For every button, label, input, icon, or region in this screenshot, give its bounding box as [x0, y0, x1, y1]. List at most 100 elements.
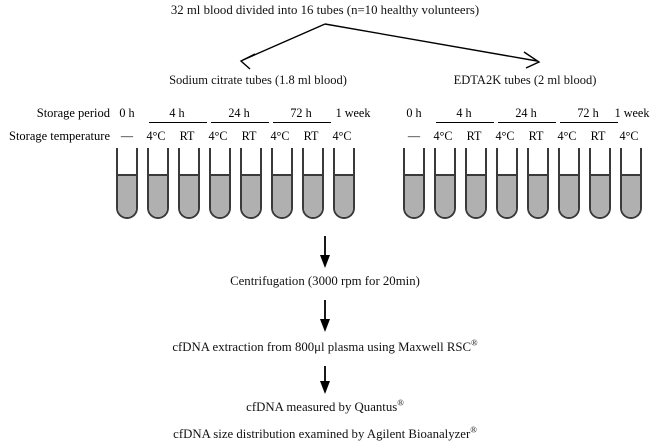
period-header-right-4h: 4 h — [456, 106, 472, 120]
temp-header-left-7: RT — [303, 129, 319, 143]
blood-cell-layer — [405, 175, 423, 217]
blood-cell-layer — [118, 175, 136, 217]
period-header-left-72h: 72 h — [290, 106, 312, 120]
period-header-right-0h: 0 h — [406, 106, 422, 120]
tube-right-1 — [403, 148, 425, 219]
flow-step-cfdna-size-distribution: cfDNA size distribution examined by Agil… — [0, 424, 650, 441]
plasma-layer — [560, 148, 578, 176]
branch-arrow-left-head — [239, 53, 256, 70]
tube-left-8 — [333, 148, 355, 219]
registered-mark-icon: ® — [471, 337, 478, 348]
row-label-storage-temperature: Storage temperature — [9, 129, 110, 143]
period-header-right-72h: 72 h — [577, 106, 599, 120]
flow-arrow-3-head — [320, 381, 330, 394]
temp-header-right-6: 4°C — [557, 129, 577, 143]
branch-arrow-right-line — [324, 23, 538, 62]
period-header-left-1week: 1 week — [335, 106, 371, 120]
temp-header-right-4: 4°C — [495, 129, 515, 143]
plasma-layer — [467, 148, 485, 176]
tube-right-5 — [527, 148, 549, 219]
temp-header-left-2: 4°C — [146, 129, 166, 143]
branch-arrow-left-line — [242, 23, 326, 61]
plasma-layer — [591, 148, 609, 176]
tube-right-7 — [589, 148, 611, 219]
tube-left-6 — [271, 148, 293, 219]
tube-left-1 — [116, 148, 138, 219]
tube-right-8 — [620, 148, 642, 219]
period-header-left-24h: 24 h — [228, 106, 250, 120]
period-header-left-0h: 0 h — [119, 106, 135, 120]
period-header-left-4h: 4 h — [169, 106, 185, 120]
blood-cell-layer — [467, 175, 485, 217]
plasma-layer — [529, 148, 547, 176]
flow-arrow-1-head — [320, 255, 330, 268]
group-header-edta2k: EDTA2K tubes (2 ml blood) — [453, 73, 597, 87]
plasma-layer — [335, 148, 353, 176]
temp-header-right-8: 4°C — [619, 129, 639, 143]
blood-cell-layer — [498, 175, 516, 217]
flow-step-cfdna-quantification-text: cfDNA measured by Quantus — [246, 400, 398, 414]
temp-header-left-5: RT — [241, 129, 257, 143]
tube-right-4 — [496, 148, 518, 219]
tube-right-3 — [465, 148, 487, 219]
period-header-right-1week: 1 week — [614, 106, 650, 120]
group-rule-right-4h — [436, 122, 494, 123]
flow-arrow-2-head — [320, 319, 330, 332]
tube-right-2 — [434, 148, 456, 219]
flow-step-cfdna-extraction: cfDNA extraction from 800μl plasma using… — [0, 337, 650, 354]
plasma-layer — [180, 148, 198, 176]
plasma-layer — [273, 148, 291, 176]
plasma-layer — [149, 148, 167, 176]
row-label-storage-period: Storage period — [36, 106, 110, 120]
plasma-layer — [118, 148, 136, 176]
blood-cell-layer — [149, 175, 167, 217]
plasma-layer — [304, 148, 322, 176]
temp-header-right-5: RT — [528, 129, 544, 143]
plasma-layer — [405, 148, 423, 176]
tube-left-5 — [240, 148, 262, 219]
temp-header-left-1: — — [120, 129, 134, 143]
registered-mark-icon: ® — [470, 424, 477, 435]
group-rule-right-24h — [498, 122, 556, 123]
temp-header-left-8: 4°C — [332, 129, 352, 143]
blood-cell-layer — [273, 175, 291, 217]
plasma-layer — [436, 148, 454, 176]
flow-step-centrifugation: Centrifugation (3000 rpm for 20min) — [230, 274, 420, 288]
blood-cell-layer — [211, 175, 229, 217]
blood-cell-layer — [529, 175, 547, 217]
blood-cell-layer — [335, 175, 353, 217]
plasma-layer — [211, 148, 229, 176]
blood-cell-layer — [591, 175, 609, 217]
group-rule-left-72h — [273, 122, 331, 123]
flow-step-cfdna-extraction-text: cfDNA extraction from 800μl plasma using… — [172, 340, 472, 354]
temp-header-right-2: 4°C — [433, 129, 453, 143]
registered-mark-icon: ® — [397, 397, 404, 408]
temp-header-left-6: 4°C — [270, 129, 290, 143]
tube-left-3 — [178, 148, 200, 219]
temp-header-right-3: RT — [466, 129, 482, 143]
period-header-right-24h: 24 h — [515, 106, 537, 120]
branch-arrow-right-head — [523, 51, 541, 69]
group-rule-left-24h — [211, 122, 269, 123]
temp-header-right-1: — — [407, 129, 421, 143]
blood-cell-layer — [622, 175, 640, 217]
plasma-layer — [622, 148, 640, 176]
diagram-title: 32 ml blood divided into 16 tubes (n=10 … — [170, 3, 480, 17]
group-rule-right-72h — [560, 122, 618, 123]
tube-left-7 — [302, 148, 324, 219]
plasma-layer — [498, 148, 516, 176]
group-rule-left-4h — [149, 122, 207, 123]
blood-cell-layer — [436, 175, 454, 217]
temp-header-left-3: RT — [179, 129, 195, 143]
tube-left-4 — [209, 148, 231, 219]
temp-header-right-7: RT — [590, 129, 606, 143]
tube-right-6 — [558, 148, 580, 219]
plasma-layer — [242, 148, 260, 176]
flow-step-cfdna-quantification: cfDNA measured by Quantus® — [0, 397, 650, 414]
flow-step-cfdna-size-distribution-text: cfDNA size distribution examined by Agil… — [173, 427, 471, 441]
blood-cell-layer — [304, 175, 322, 217]
blood-cell-layer — [560, 175, 578, 217]
blood-cell-layer — [180, 175, 198, 217]
